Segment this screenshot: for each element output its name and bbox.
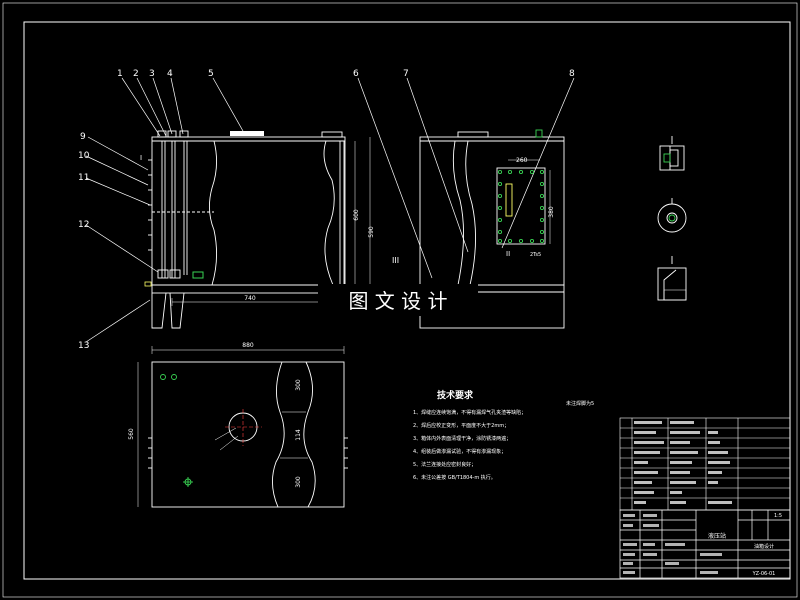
tech-note: 未注焊脚为5 [566,400,594,407]
plan-dim-r1: 300 [295,379,302,391]
callout-2: 2 [133,69,139,79]
side-flange-plate [496,167,546,245]
plan-dim-depth: 560 [128,428,135,440]
tech-title: 技术要求 [437,389,474,401]
tech-line-6: 6、未注公差按 GB/T1804-m 执行。 [413,474,496,481]
title-block [619,509,791,579]
title-drawing-name: 油箱设计 [754,543,774,550]
front-break-line-right [323,140,335,286]
front-right-leg [169,292,185,329]
front-dim-width: 740 [244,295,256,302]
tech-lines: 1、焊缝应连续饱满，不得有漏焊气孔夹渣等缺陷； 2、焊后应校正变形，平面度不大于… [413,409,526,481]
front-left-leg [151,292,167,329]
callout-9: 9 [80,132,86,142]
side-flange-slot [505,183,513,217]
callout-3: 3 [149,69,155,79]
callout-5: 5 [208,69,214,79]
tech-line-4: 4、组装后做渗漏试验，不得有渗漏现象； [413,448,506,455]
side-dim-flange-b: 2Ts5 [530,252,541,258]
plan-outline [151,361,345,508]
callout-13: 13 [78,341,89,351]
front-green-fitting [192,271,204,279]
side-flange-bolts [497,169,545,244]
side-dim-flange-h: 380 [548,206,555,218]
callout-4: 4 [167,69,173,79]
front-dim-height-a: 600 [353,209,360,221]
watermark-band [318,284,478,316]
plan-centerlines [225,409,262,446]
front-top-label-plate [230,131,264,136]
front-yellow-marker [144,281,152,287]
section-mark-i: I [140,154,142,162]
watermark: 图 文 设 计 [348,289,447,313]
side-top-green-fitting [535,129,543,138]
tech-line-3: 3、箱体内外表面清理干净，涂防锈漆两遍； [413,435,511,442]
title-drawing-no: YZ-06-01 [752,571,776,577]
callout-7: 7 [403,69,409,79]
plan-green-markers [160,374,193,487]
plan-dim-r3: 114 [295,429,302,441]
tech-line-1: 1、焊缝应连续饱满，不得有漏焊气孔夹渣等缺陷； [413,409,526,416]
detail-ii-green-hole [668,214,676,222]
callout-8: 8 [569,69,575,79]
section-mark-ii: II [506,250,510,258]
parts-list-fill [634,421,732,504]
plan-break-line-right [303,361,316,508]
drawing-frame [23,21,791,580]
callout-10: 10 [78,151,90,161]
callout-6: 6 [353,69,359,79]
side-dim-flange-w: 260 [516,157,528,164]
plan-dim-width: 880 [242,342,254,349]
title-company: 液压站 [708,532,726,540]
callout-12: 12 [78,220,89,230]
tech-line-2: 2、焊后应校正变形，平面度不大于2mm； [413,422,509,429]
callout-labels: 1 2 3 4 5 6 7 8 9 10 11 12 13 [78,69,575,351]
plan-break-line-left [272,361,285,508]
callout-11: 11 [78,173,89,183]
detail-iii-hatch [663,289,687,301]
side-break-line-left [452,140,464,286]
section-mark-iii: III [392,256,399,265]
plan-dim-r2: 300 [295,476,302,488]
detail-i-green-block [663,153,671,163]
front-dim-height-b: 590 [368,226,375,238]
tech-line-5: 5、法兰连接处应密封良好； [413,461,476,468]
title-scale: 1:5 [774,513,782,519]
plan-view [137,346,348,508]
side-break-line-right [465,140,476,286]
callout-leaders [85,77,575,343]
callout-1: 1 [117,69,123,79]
title-block-fill [623,514,722,574]
front-break-line-left [209,140,217,286]
front-view [148,130,371,329]
